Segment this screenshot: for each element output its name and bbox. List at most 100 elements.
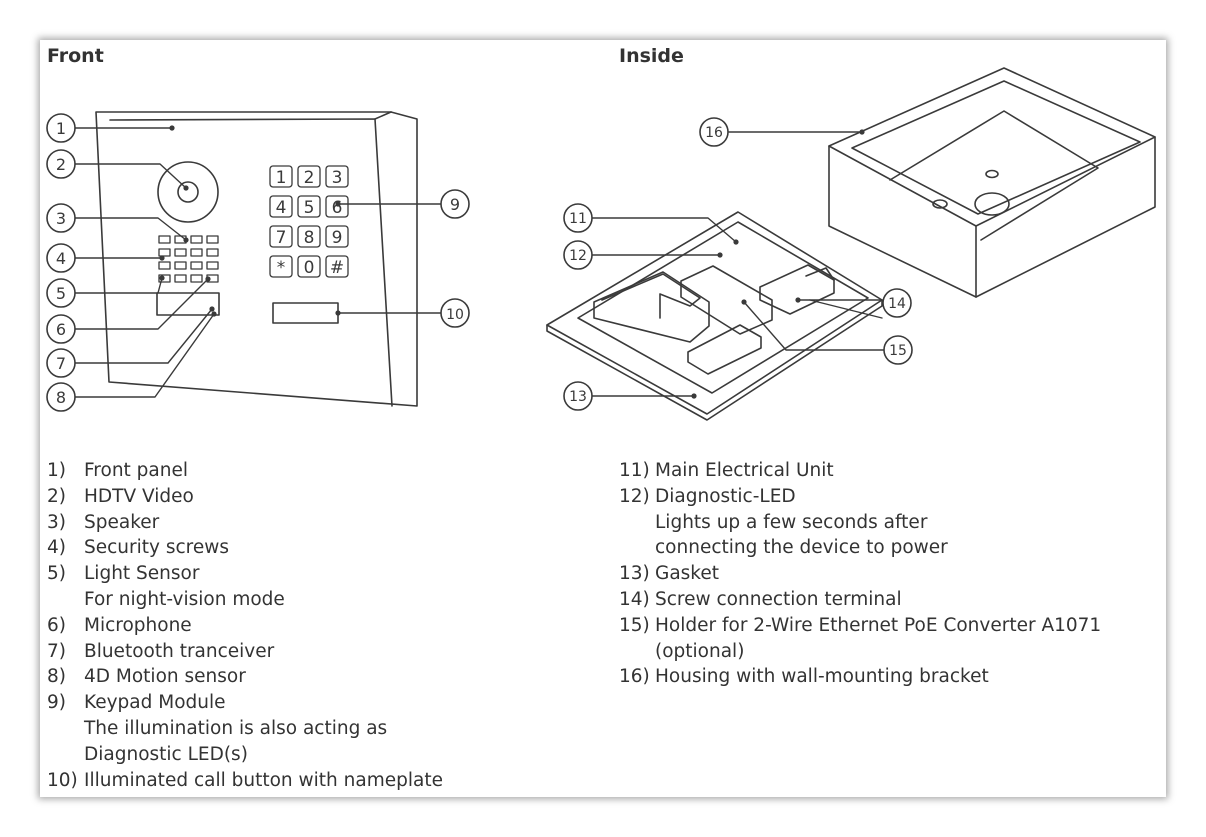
legend-sub: The illumination is also acting as [84, 717, 388, 739]
legend-number: 9) [47, 692, 66, 714]
legend-number: 4) [47, 537, 66, 559]
legend-label: Housing with wall-mounting bracket [655, 666, 989, 688]
legend-number: 8) [47, 666, 66, 688]
callout-10: 10 [446, 307, 464, 323]
housing-box [828, 67, 1156, 298]
keypad-labels: 1 2 3 4 5 6 7 8 9 * 0 # [276, 168, 345, 278]
call-button-nameplate [272, 302, 339, 324]
keypad-module [269, 165, 349, 278]
component-block-top [601, 273, 701, 319]
legend-item: 11)Main Electrical Unit [619, 458, 1101, 484]
housing-floor [889, 110, 1099, 241]
housing-hole-small [932, 199, 948, 209]
housing-top-rim [828, 67, 1156, 227]
legend-item: 3)Speaker [47, 510, 443, 536]
callout-9: 9 [450, 195, 460, 214]
legend-sub: connecting the device to power [655, 537, 948, 559]
callout-11: 11 [569, 211, 587, 227]
gasket-edge [546, 299, 883, 421]
inside-leader-dots [691, 129, 865, 399]
callout-5: 5 [56, 284, 66, 303]
inside-callout-circles [563, 117, 913, 411]
front-callout-numbers: 1 2 3 4 5 6 7 8 9 10 [56, 119, 464, 407]
callout-13: 13 [569, 389, 587, 405]
callout-4: 4 [56, 249, 66, 268]
housing-hole-large [974, 192, 1010, 216]
legend-label: Keypad Module [84, 692, 226, 714]
legend-item: 2) HDTV Video [47, 484, 443, 510]
legend-label: HDTV Video [84, 485, 194, 507]
callout-3: 3 [56, 209, 66, 228]
front-legend: 1)Front panel 2)HDTV Video 3)Speaker 4)S… [47, 458, 443, 793]
key-hash: # [330, 258, 344, 278]
front-panel-outline [95, 111, 418, 407]
legend-label: Illuminated call button with nameplate [84, 769, 443, 791]
legend-number: 15) [619, 614, 650, 636]
key-2: 2 [304, 168, 315, 188]
housing-hole-top [985, 169, 999, 179]
terminal-block [759, 264, 835, 315]
callout-12: 12 [569, 248, 587, 264]
legend-item: 7)Bluetooth tranceiver [47, 639, 443, 665]
front-callout-circles [46, 113, 470, 412]
legend-label: Holder for 2-Wire Ethernet PoE Converter… [655, 614, 1102, 636]
key-8: 8 [304, 228, 315, 248]
inside-legend: 11)Main Electrical Unit 12)Diagnostic-LE… [619, 458, 1101, 690]
legend-number: 13) [619, 563, 650, 585]
legend-item: 1)Front panel [47, 458, 443, 484]
housing-inner-rim [851, 80, 1141, 215]
key-5: 5 [304, 198, 315, 218]
key-6: 6 [332, 198, 343, 218]
camera-lens [177, 181, 199, 203]
legend-label: Diagnostic-LED [655, 485, 796, 507]
housing-side-right [975, 136, 1156, 298]
legend-item: 13)Gasket [619, 561, 1101, 587]
legend-label: Microphone [84, 614, 192, 636]
legend-label: Screw connection terminal [655, 588, 902, 610]
callout-7: 7 [56, 354, 66, 373]
key-star: * [277, 258, 286, 278]
key-9: 9 [332, 228, 343, 248]
legend-label: Gasket [655, 563, 720, 585]
callout-8: 8 [56, 388, 66, 407]
inside-view: 16 11 12 13 14 15 [546, 67, 1156, 421]
legend-number: 10) [47, 769, 78, 791]
key-3: 3 [332, 168, 343, 188]
poe-module [687, 324, 762, 375]
callout-6: 6 [56, 320, 66, 339]
housing-side-left [828, 145, 977, 298]
callout-1: 1 [56, 119, 66, 138]
legend-number: 11) [619, 460, 650, 481]
sensor-grid [158, 235, 219, 283]
inside-leader-lines [591, 131, 885, 397]
key-4: 4 [276, 198, 287, 218]
legend-item: 8) 4D Motion sensor [47, 664, 443, 690]
inside-callout-numbers: 16 11 12 13 14 15 [569, 125, 907, 405]
motion-sensor-window [156, 292, 220, 316]
legend-number: 2) [47, 485, 66, 507]
legend-label: Light Sensor [84, 563, 200, 585]
legend-item: 6)Microphone [47, 613, 443, 639]
legend-sub: Diagnostic LED(s) [84, 743, 248, 765]
front-view: 1 2 3 4 5 6 7 8 9 * 0 # [46, 111, 470, 412]
legend-item: 15)Holder for 2-Wire Ethernet PoE Conver… [619, 613, 1101, 665]
callout-16: 16 [705, 125, 723, 141]
key-0: 0 [304, 258, 315, 278]
figure-card [40, 40, 1166, 797]
legend-label: 4D Motion sensor [84, 666, 246, 688]
camera-ring [157, 161, 219, 223]
key-1: 1 [276, 168, 287, 188]
callout-14: 14 [888, 296, 906, 312]
poe-holder [680, 265, 773, 335]
legend-label: Bluetooth tranceiver [84, 640, 275, 662]
electrical-unit [546, 211, 883, 421]
gasket-top [546, 211, 883, 415]
legend-sub: For night-vision mode [84, 588, 285, 610]
inside-heading: Inside [619, 45, 684, 67]
legend-number: 1) [47, 460, 66, 481]
front-heading: Front [47, 45, 104, 67]
key-7: 7 [276, 228, 287, 248]
